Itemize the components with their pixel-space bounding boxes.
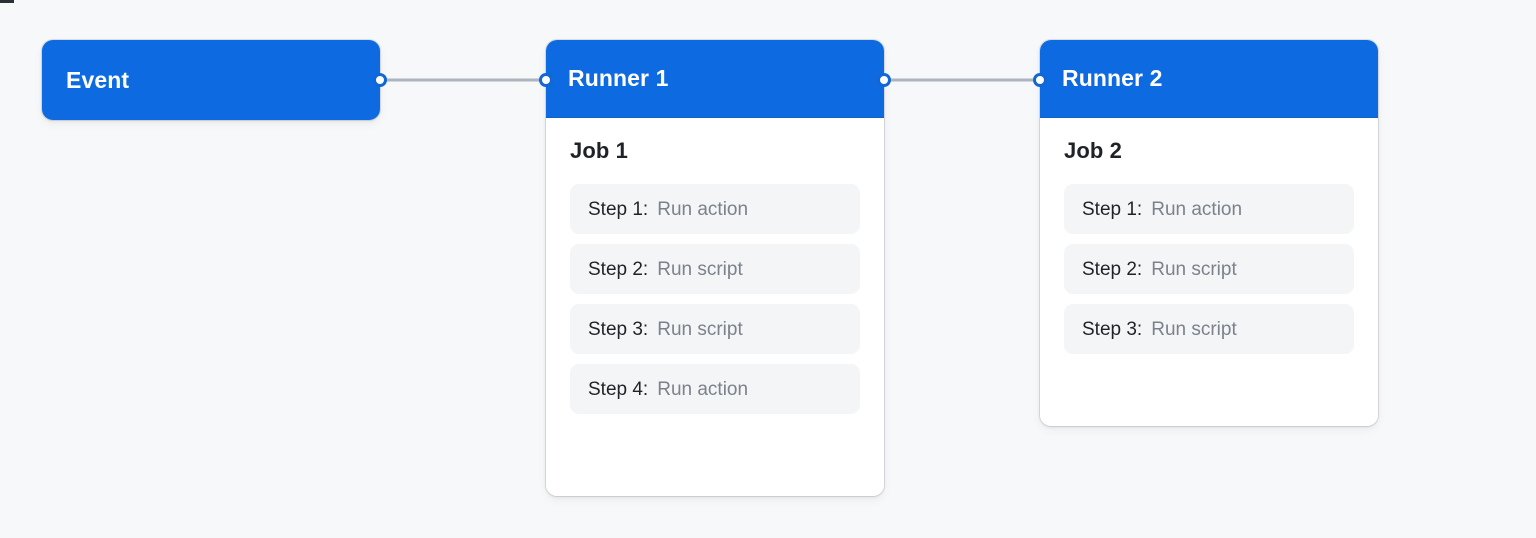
runner-2-body: Job 2 Step 1: Run action Step 2: Run scr… bbox=[1040, 118, 1378, 376]
step-item[interactable]: Step 3: Run script bbox=[570, 304, 860, 354]
runner-1-step-list: Step 1: Run action Step 2: Run script St… bbox=[570, 184, 860, 414]
step-label: Step 4: bbox=[588, 378, 649, 400]
node-runner-2[interactable]: Runner 2 Job 2 Step 1: Run action Step 2… bbox=[1033, 40, 1378, 426]
step-item[interactable]: Step 1: Run action bbox=[1064, 184, 1354, 234]
step-item[interactable]: Step 3: Run script bbox=[1064, 304, 1354, 354]
runner-2-title: Runner 2 bbox=[1062, 65, 1163, 91]
runner-2-target-handle[interactable] bbox=[1033, 73, 1047, 87]
step-item[interactable]: Step 4: Run action bbox=[570, 364, 860, 414]
step-item[interactable]: Step 1: Run action bbox=[570, 184, 860, 234]
event-source-handle[interactable] bbox=[373, 73, 387, 87]
corner-artifact bbox=[0, 0, 14, 3]
runner-2-job-title: Job 2 bbox=[1064, 138, 1122, 163]
step-label: Step 2: bbox=[588, 258, 649, 280]
step-label: Step 3: bbox=[1082, 318, 1143, 340]
step-value: Run action bbox=[657, 198, 749, 220]
runner-1-title: Runner 1 bbox=[568, 65, 669, 91]
runner-1-job-title: Job 1 bbox=[570, 138, 628, 163]
runner-2-header: Runner 2 bbox=[1040, 40, 1378, 118]
runner-1-inner: Runner 1 Job 1 Step 1: Run action Step 2… bbox=[546, 40, 884, 496]
runner-1-target-handle[interactable] bbox=[539, 73, 553, 87]
runner-2-inner: Runner 2 Job 2 Step 1: Run action Step 2… bbox=[1040, 40, 1378, 426]
step-label: Step 1: bbox=[1082, 198, 1143, 220]
step-value: Run script bbox=[657, 258, 743, 280]
step-value: Run script bbox=[1151, 318, 1237, 340]
step-label: Step 1: bbox=[588, 198, 649, 220]
step-label: Step 2: bbox=[1082, 258, 1143, 280]
runner-1-header: Runner 1 bbox=[546, 40, 884, 118]
runner-1-body: Job 1 Step 1: Run action Step 2: Run scr… bbox=[546, 118, 884, 436]
step-value: Run script bbox=[1151, 258, 1237, 280]
step-label: Step 3: bbox=[588, 318, 649, 340]
step-value: Run action bbox=[657, 378, 749, 400]
step-item[interactable]: Step 2: Run script bbox=[1064, 244, 1354, 294]
step-item[interactable]: Step 2: Run script bbox=[570, 244, 860, 294]
event-title: Event bbox=[66, 66, 130, 93]
runner-1-source-handle[interactable] bbox=[877, 73, 891, 87]
runner-2-step-list: Step 1: Run action Step 2: Run script St… bbox=[1064, 184, 1354, 354]
step-value: Run script bbox=[657, 318, 743, 340]
step-value: Run action bbox=[1151, 198, 1243, 220]
node-runner-1[interactable]: Runner 1 Job 1 Step 1: Run action Step 2… bbox=[539, 40, 891, 496]
node-event[interactable]: Event bbox=[42, 40, 387, 120]
